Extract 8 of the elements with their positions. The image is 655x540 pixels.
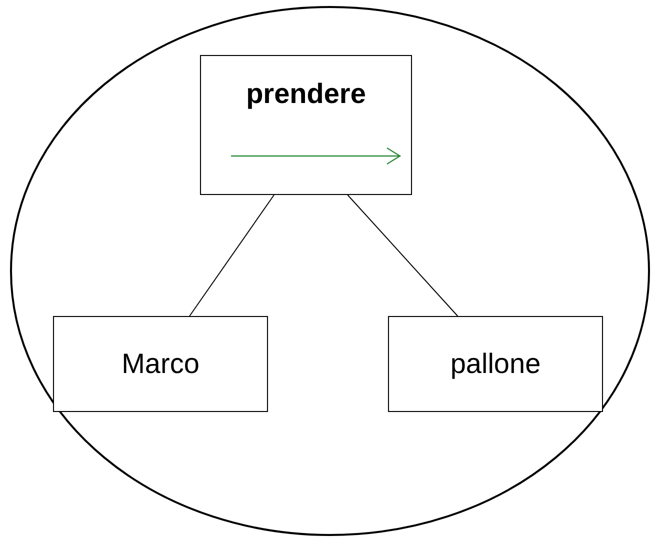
connector-line: [347, 194, 458, 316]
node-label: Marco: [122, 348, 200, 380]
box: [388, 316, 603, 412]
connector-line: [189, 194, 274, 316]
node-label: pallone: [450, 348, 541, 380]
node-label: prendere: [246, 78, 366, 110]
box: [200, 55, 412, 195]
box: [53, 316, 268, 412]
